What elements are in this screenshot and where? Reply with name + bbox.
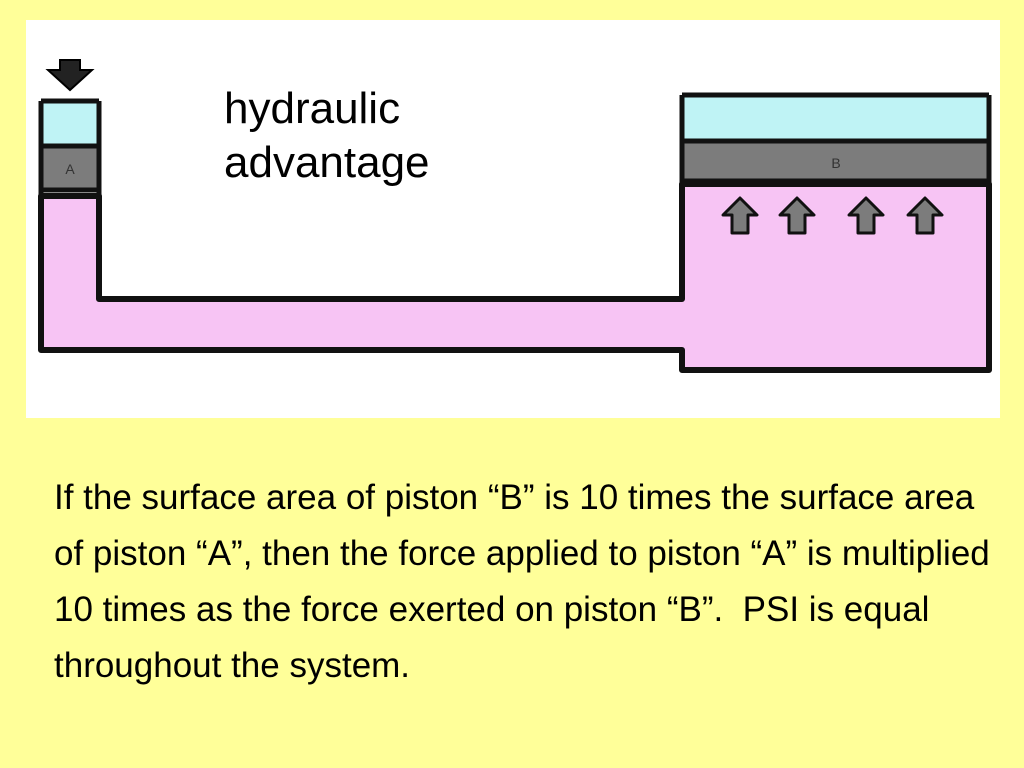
diagram-title-line2: advantage bbox=[224, 138, 430, 187]
piston-a bbox=[41, 146, 99, 190]
diagram-title: hydraulic advantage bbox=[224, 82, 524, 190]
small-cylinder-air bbox=[41, 101, 99, 146]
arrow-up-icon bbox=[906, 196, 944, 235]
piston-b bbox=[682, 141, 989, 181]
hydraulic-diagram: A B bbox=[38, 59, 992, 373]
diagram-title-line1: hydraulic bbox=[224, 84, 401, 133]
large-cylinder-air bbox=[682, 95, 989, 141]
large-cylinder-walls bbox=[679, 92, 992, 184]
piston-a-label: A bbox=[65, 161, 75, 177]
description-text: If the surface area of piston “B” is 10 … bbox=[54, 478, 1000, 685]
arrow-down-icon bbox=[45, 59, 95, 92]
piston-b-label: B bbox=[831, 155, 840, 171]
small-cylinder-walls bbox=[38, 98, 102, 196]
diagram-panel: A B hydraulic advantage bbox=[26, 20, 1000, 418]
hydraulic-fluid bbox=[38, 181, 992, 373]
arrow-up-icon bbox=[778, 196, 816, 235]
arrow-up-icon bbox=[721, 196, 759, 235]
arrow-up-icon bbox=[847, 196, 885, 235]
